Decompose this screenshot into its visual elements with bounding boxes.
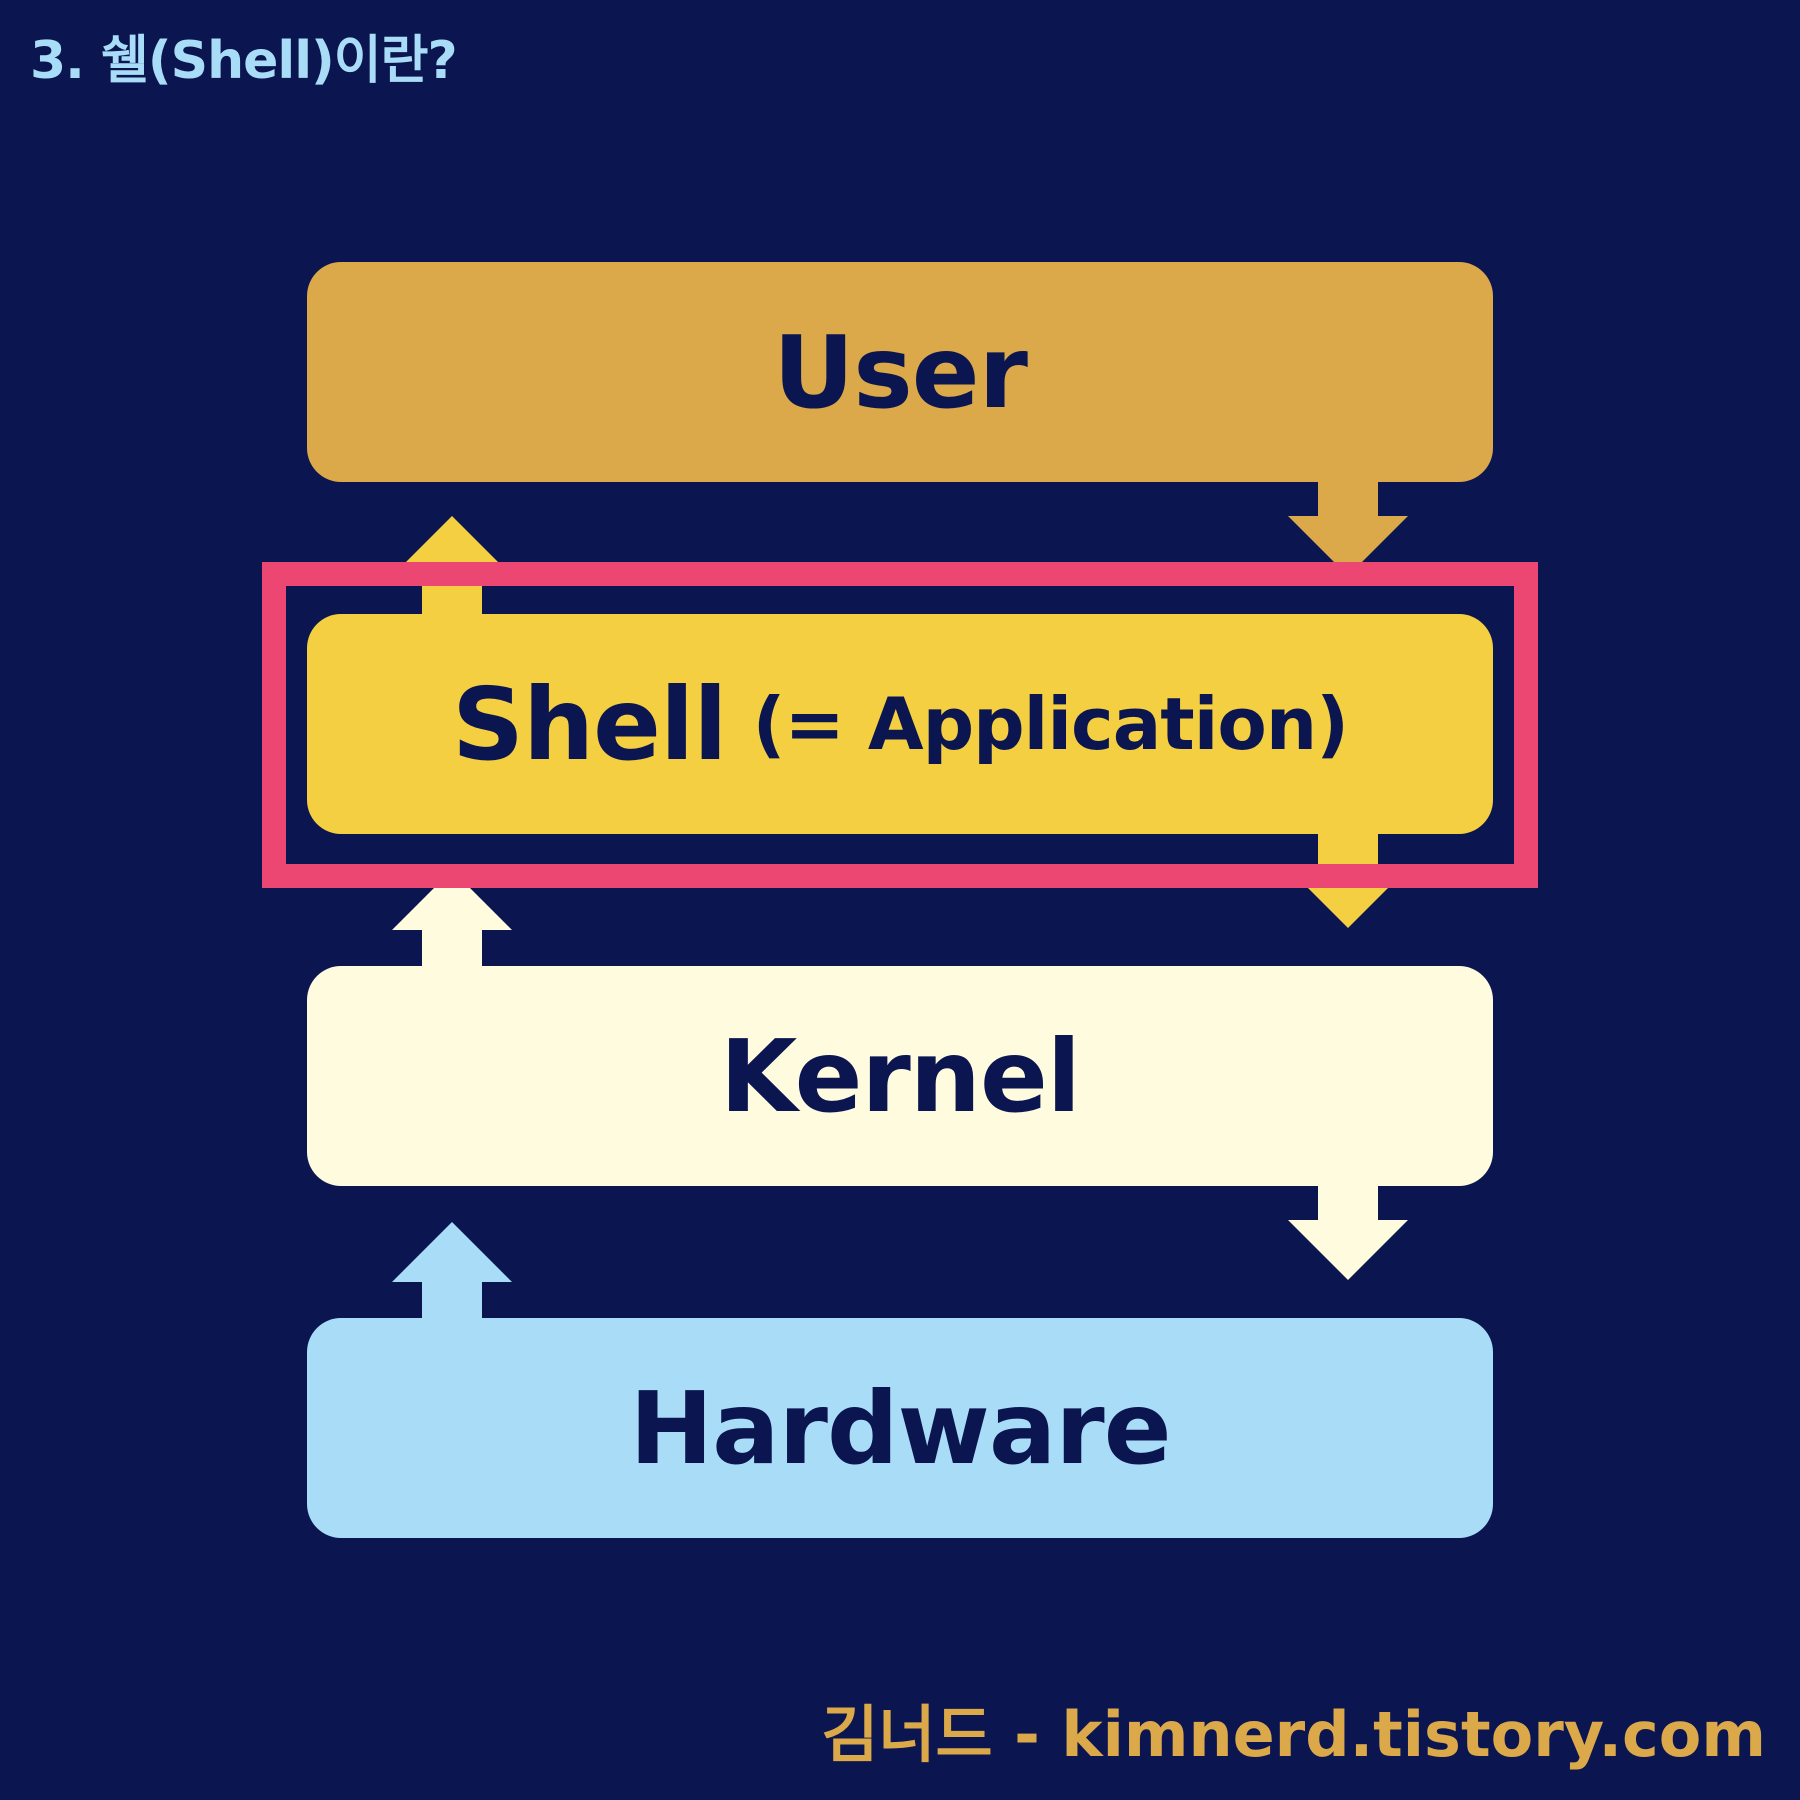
arrow-kernel-to-shell [392,870,512,970]
layer-shell-sublabel: (= Application) [752,682,1349,766]
arrow-hardware-to-kernel [392,1222,512,1322]
footer-credit: 김너드 - kimnerd.tistory.com [821,1698,1766,1771]
layer-kernel-label: Kernel [719,1017,1081,1135]
layer-hardware-label: Hardware [629,1369,1171,1487]
page-title: 3. 쉘(Shell)이란? [30,31,458,91]
layer-user-box: User [307,262,1493,482]
layer-user-label: User [773,313,1028,431]
layer-hardware-box: Hardware [307,1318,1493,1538]
layer-shell-label: Shell [451,665,728,783]
arrow-kernel-to-hardware [1288,1182,1408,1280]
layer-kernel-box: Kernel [307,966,1493,1186]
layer-shell-box: Shell (= Application) [307,614,1493,834]
arrow-shell-to-kernel [1288,830,1408,928]
arrow-shell-up-to-user [392,516,512,618]
arrow-user-to-shell [1288,478,1408,576]
